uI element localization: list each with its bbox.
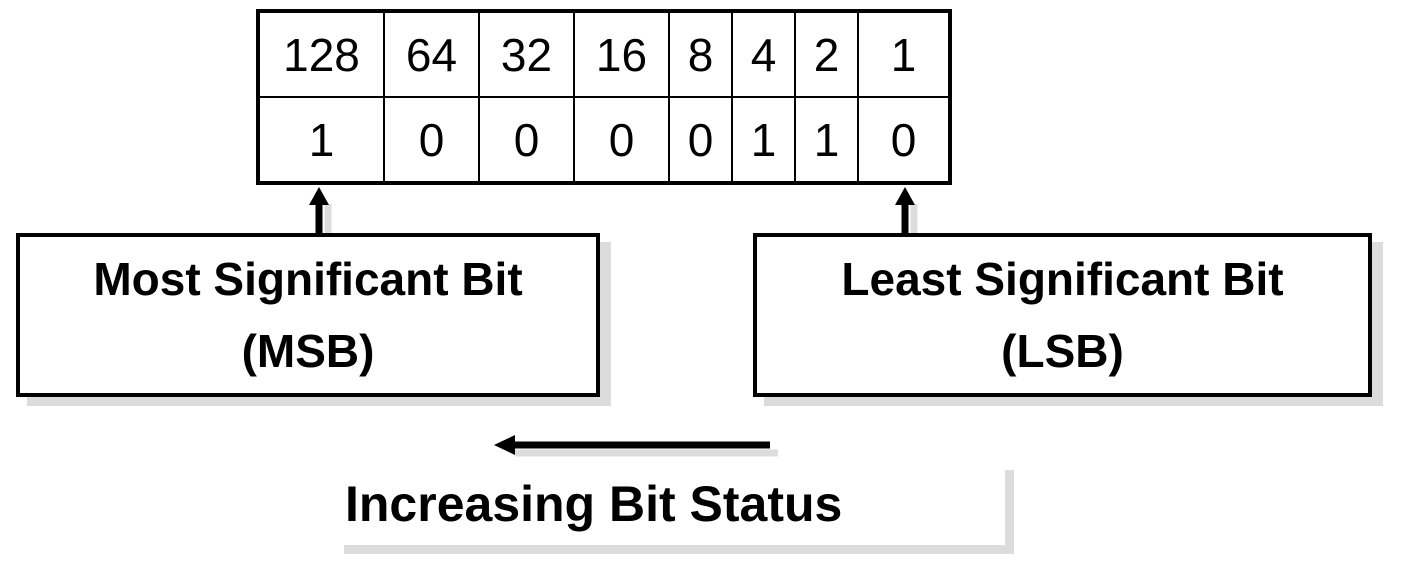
weight-cell: 128 xyxy=(258,11,385,98)
lsb-abbreviation: (LSB) xyxy=(1001,325,1124,377)
direction-label: Increasing Bit Status xyxy=(345,476,843,532)
lsb-title: Least Significant Bit xyxy=(841,253,1284,305)
increasing-direction-arrow xyxy=(494,435,778,457)
bit-cell: 1 xyxy=(794,96,859,183)
msb-label-box: Most Significant Bit (MSB) xyxy=(16,233,600,397)
bit-cell: 0 xyxy=(383,96,480,183)
direction-label-shadow xyxy=(344,470,1014,554)
weight-cell: 1 xyxy=(857,11,950,98)
bit-cell: 1 xyxy=(258,96,385,183)
bit-cell: 0 xyxy=(668,96,733,183)
bit-cell: 0 xyxy=(857,96,950,183)
msb-title: Most Significant Bit xyxy=(93,253,523,305)
bit-row: 1 0 0 0 0 1 1 0 xyxy=(258,96,950,183)
weight-row: 128 64 32 16 8 4 2 1 xyxy=(258,11,950,98)
bit-cell: 1 xyxy=(731,96,796,183)
msb-abbreviation: (MSB) xyxy=(241,325,375,377)
lsb-label-box: Least Significant Bit (LSB) xyxy=(753,233,1372,397)
bit-cell: 0 xyxy=(573,96,670,183)
weight-cell: 16 xyxy=(573,11,670,98)
bit-weight-table: 128 64 32 16 8 4 2 1 1 0 0 0 0 1 1 0 xyxy=(256,9,952,185)
bit-cell: 0 xyxy=(478,96,575,183)
weight-cell: 4 xyxy=(731,11,796,98)
weight-cell: 32 xyxy=(478,11,575,98)
weight-cell: 2 xyxy=(794,11,859,98)
weight-cell: 8 xyxy=(668,11,733,98)
weight-cell: 64 xyxy=(383,11,480,98)
